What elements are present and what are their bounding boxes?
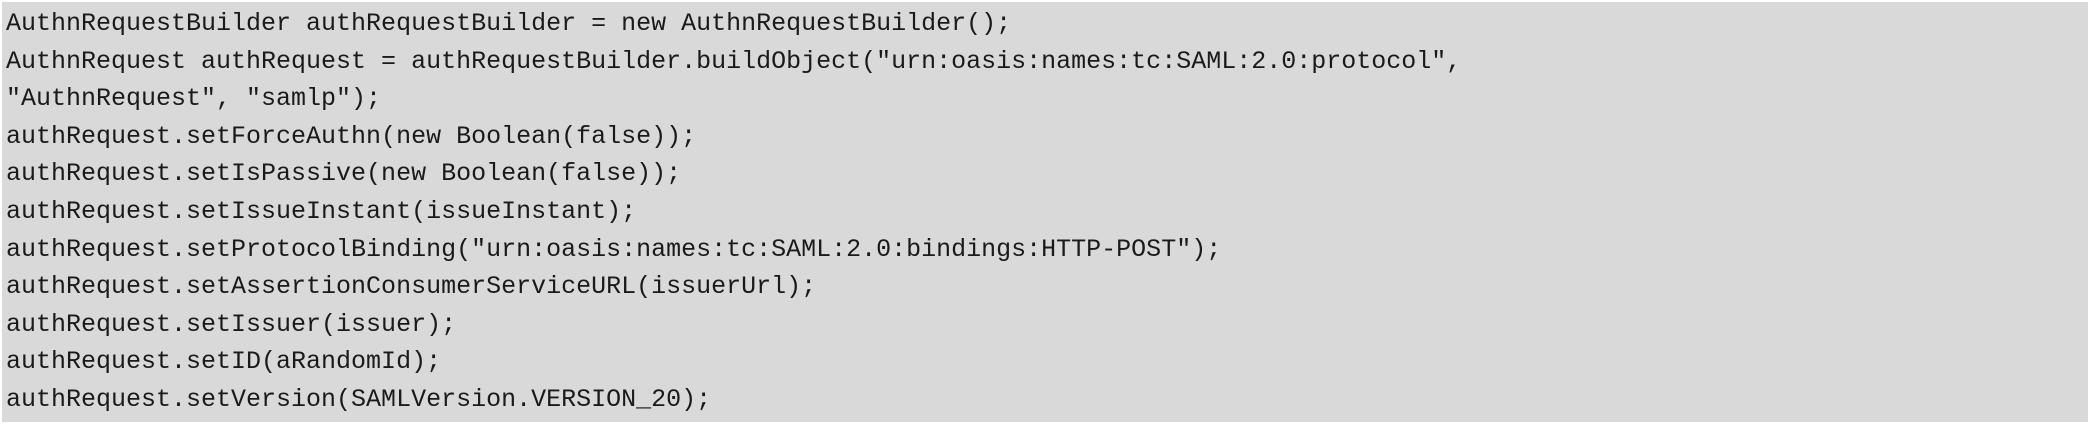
code-line: authRequest.setIssueInstant(issueInstant… [6, 196, 637, 226]
code-lines: AuthnRequestBuilder authRequestBuilder =… [2, 2, 2088, 419]
code-block: AuthnRequestBuilder authRequestBuilder =… [2, 2, 2088, 422]
code-line: authRequest.setAssertionConsumerServiceU… [6, 272, 817, 302]
code-line: "AuthnRequest", "samlp"); [6, 84, 382, 114]
code-line: AuthnRequest authRequest = authRequestBu… [6, 46, 1462, 76]
code-line: authRequest.setVersion(SAMLVersion.VERSI… [6, 384, 712, 414]
code-line: authRequest.setIssuer(issuer); [6, 309, 457, 339]
code-line: authRequest.setIsPassive(new Boolean(fal… [6, 159, 682, 189]
code-line: authRequest.setForceAuthn(new Boolean(fa… [6, 121, 697, 151]
code-line: authRequest.setID(aRandomId); [6, 347, 442, 377]
code-line: authRequest.setProtocolBinding("urn:oasi… [6, 234, 1222, 264]
code-line: AuthnRequestBuilder authRequestBuilder =… [6, 9, 1012, 38]
